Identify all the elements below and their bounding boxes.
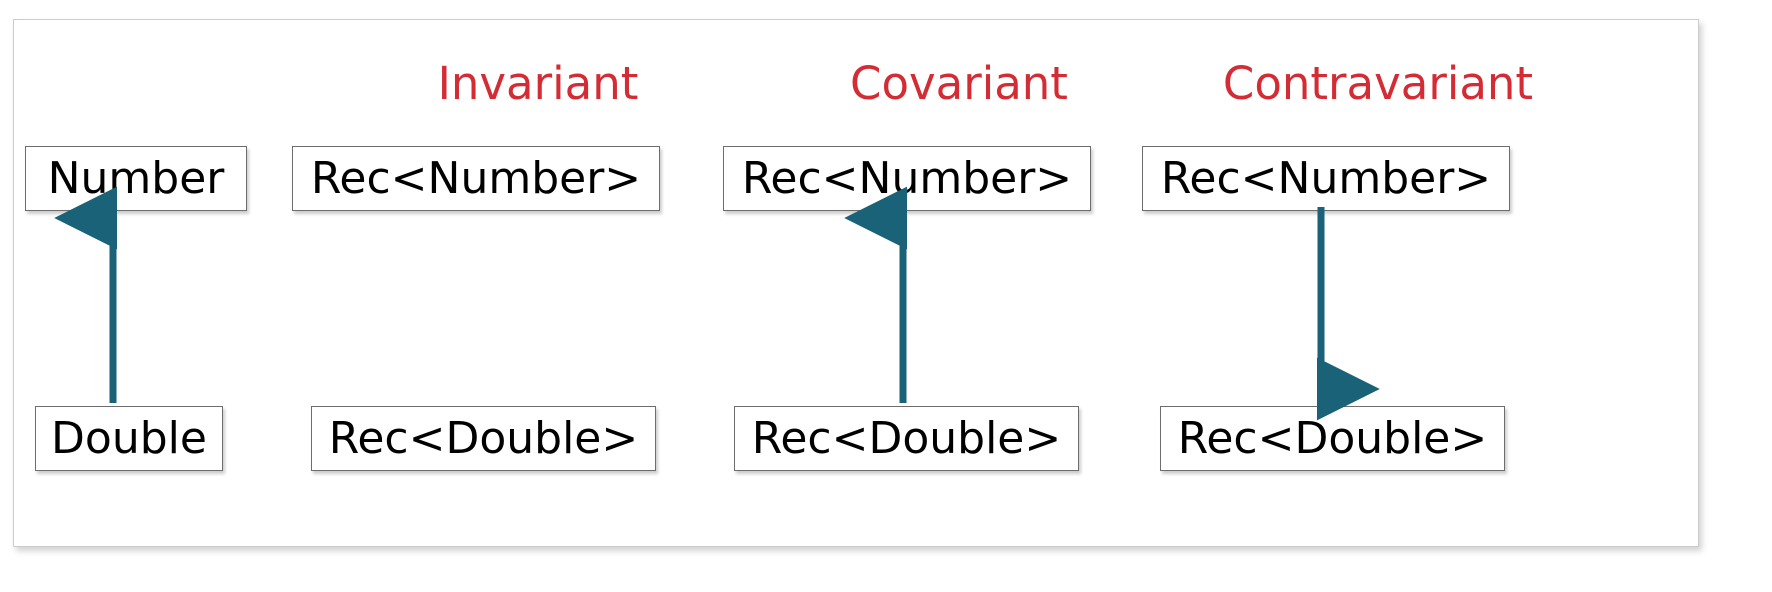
column-header-covariant: Covariant	[850, 57, 1068, 110]
column-header-invariant: Invariant	[437, 57, 639, 110]
box-contravariant-rec-number[interactable]: Rec<Number>	[1142, 146, 1510, 211]
box-invariant-rec-double[interactable]: Rec<Double>	[311, 406, 656, 471]
box-covariant-rec-double[interactable]: Rec<Double>	[734, 406, 1079, 471]
column-header-contravariant: Contravariant	[1222, 57, 1534, 110]
box-invariant-rec-number[interactable]: Rec<Number>	[292, 146, 660, 211]
box-covariant-rec-number[interactable]: Rec<Number>	[723, 146, 1091, 211]
box-number[interactable]: Number	[25, 146, 247, 211]
box-double[interactable]: Double	[35, 406, 223, 471]
diagram-panel: Invariant Covariant Contravariant Number…	[13, 19, 1699, 547]
box-contravariant-rec-double[interactable]: Rec<Double>	[1160, 406, 1505, 471]
